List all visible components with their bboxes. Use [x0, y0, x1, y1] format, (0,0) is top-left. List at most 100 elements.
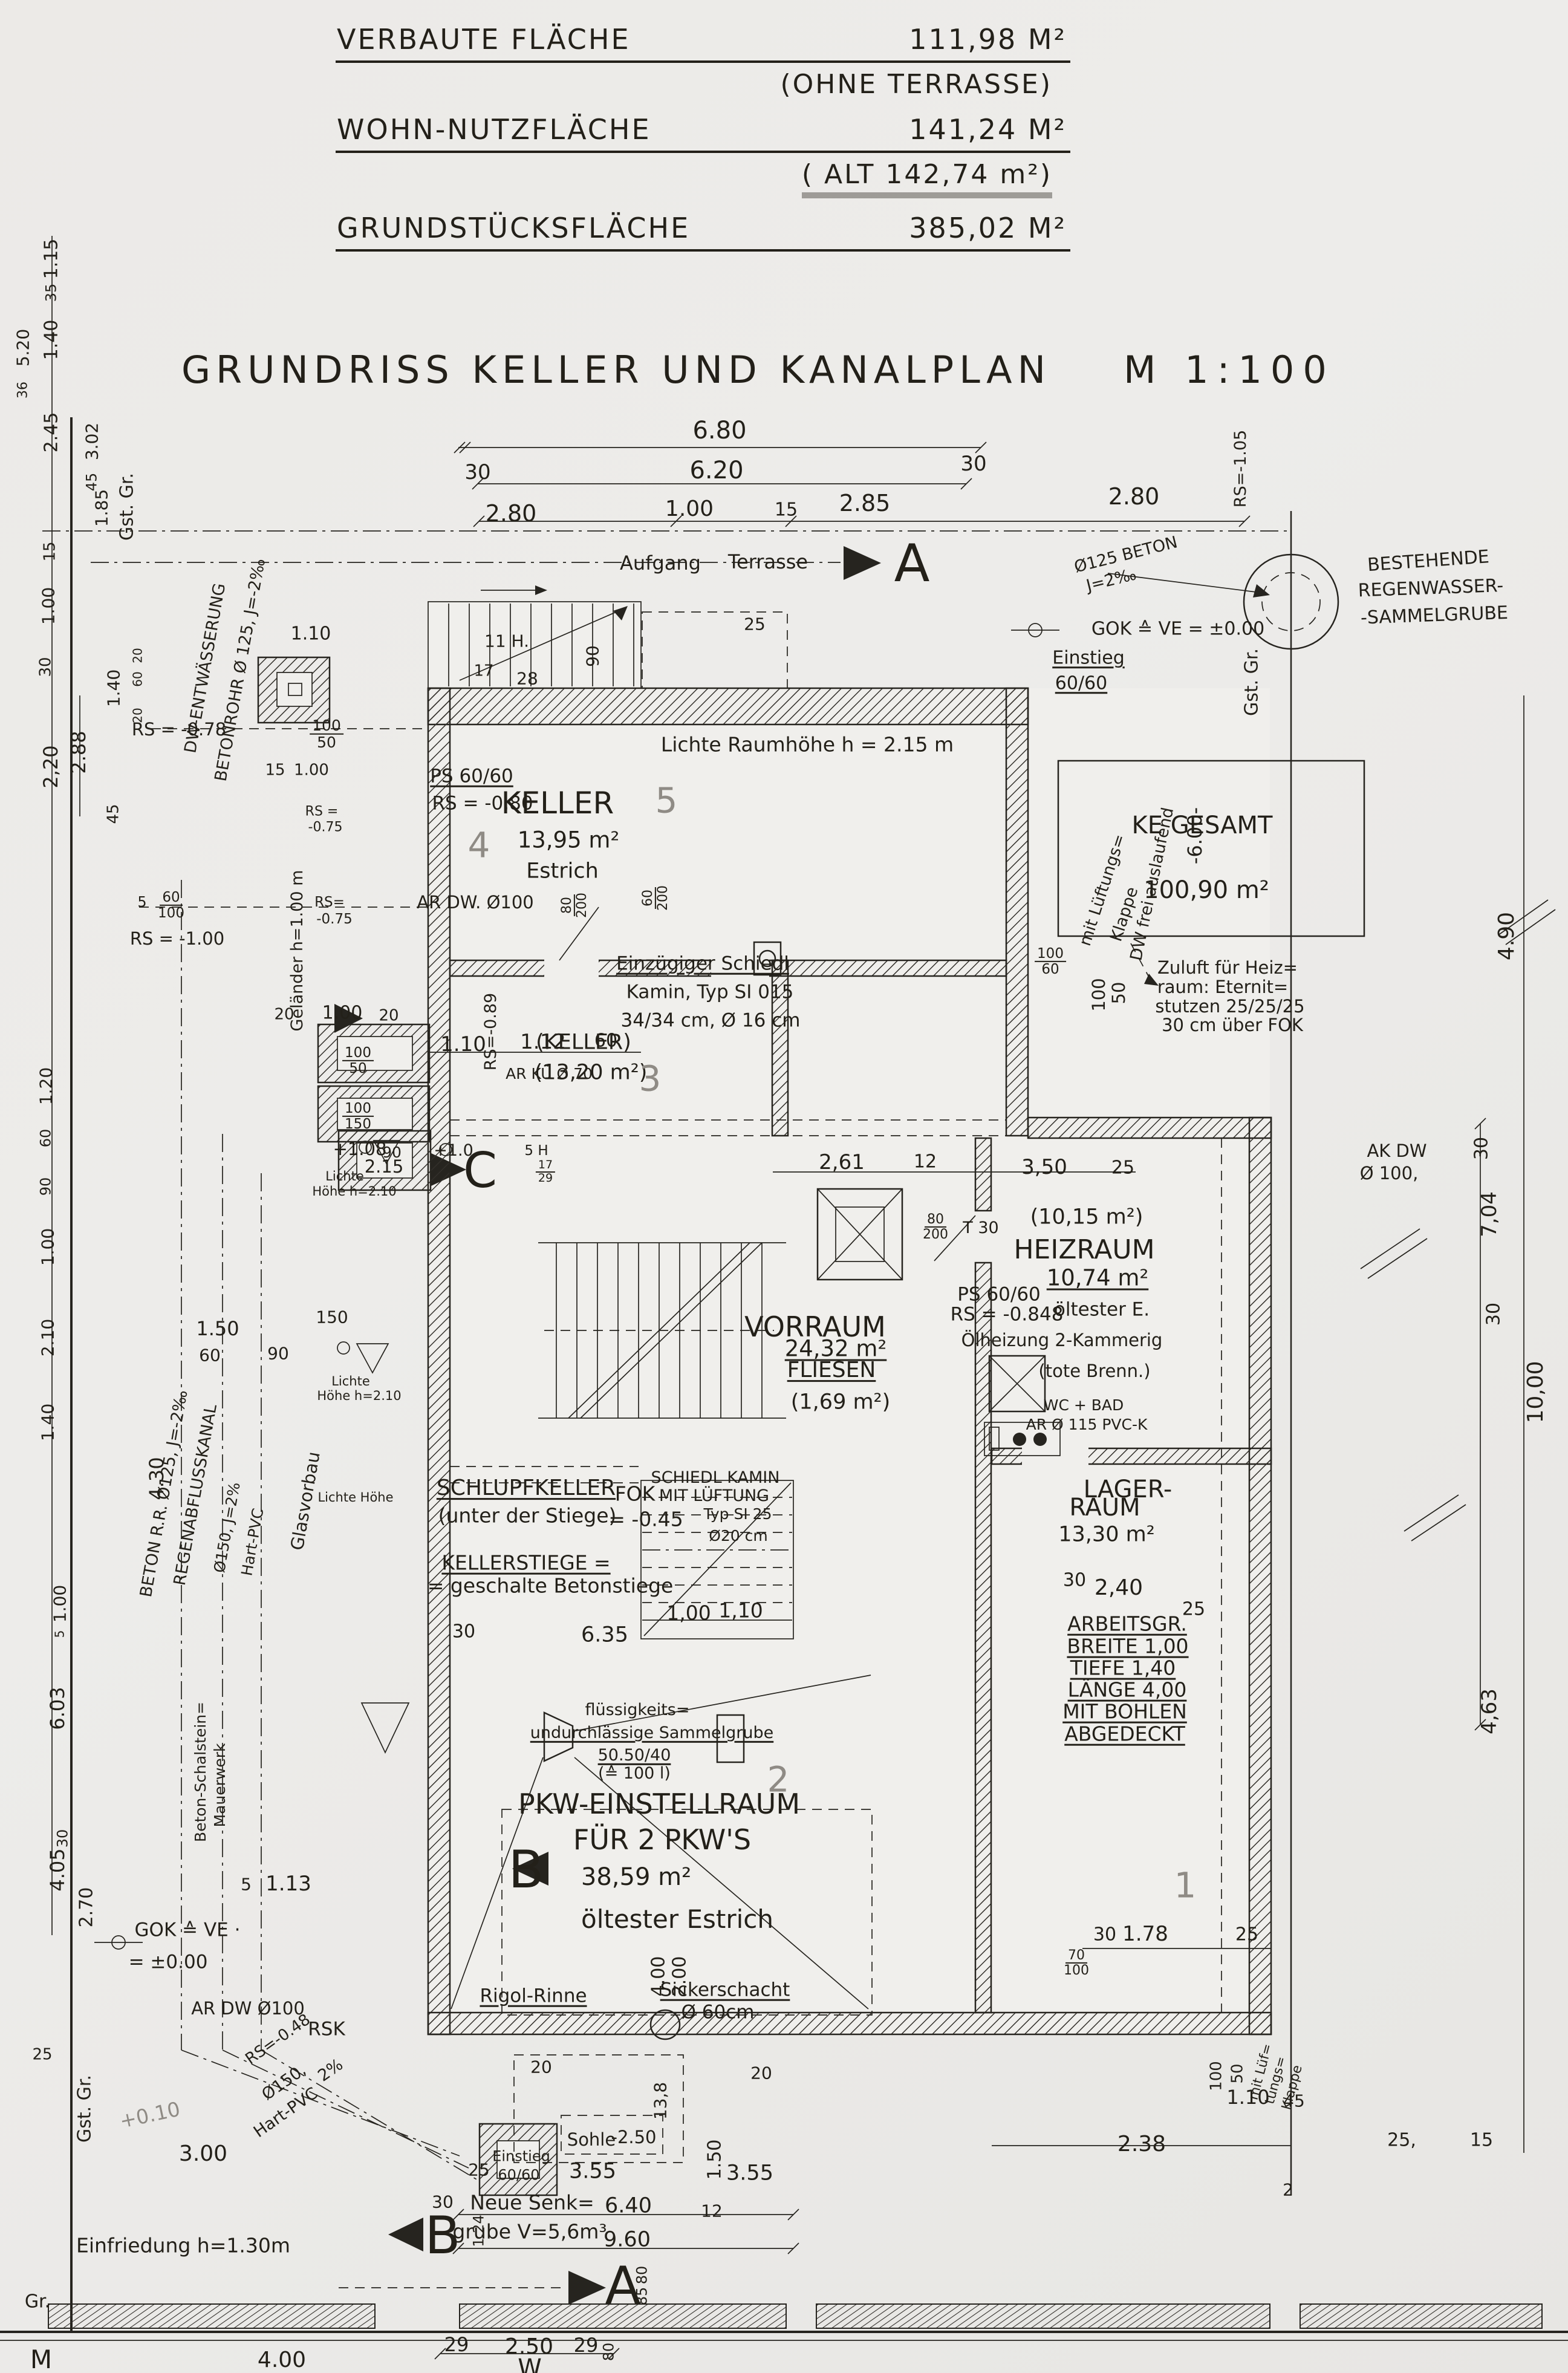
plan-label: 4 [467, 824, 490, 866]
ohne-terrasse-note: (OHNE TERRASSE) [780, 69, 1052, 100]
plan-label: flüssigkeits= [585, 1700, 690, 1719]
plan-label: 150 [316, 1307, 348, 1327]
plan-label: ABGEDECKT [1064, 1722, 1185, 1746]
plan-label: (10,15 m²) [1030, 1205, 1143, 1229]
wall-vorraum-heizraum [974, 1261, 992, 2014]
kamin-vorraum [816, 1188, 903, 1281]
grundstuecksflaeche-label: GRUNDSTÜCKSFLÄCHE [337, 212, 691, 244]
plan-label: AR DW. Ø100 [417, 891, 534, 913]
plan-label: TIEFE 1,40 [1070, 1656, 1176, 1680]
plan-label: GOK ≙ VE · [134, 1919, 241, 1941]
plan-label: 15 [41, 541, 59, 562]
stair-lower-flight [640, 1480, 794, 1639]
plan-label: 30 [54, 1829, 71, 1848]
plan-label: Beton-Schalstein= [191, 1701, 209, 1843]
plan-label: 50.50/40 [597, 1745, 671, 1765]
section-arrow-B-mid [512, 1852, 548, 1886]
plan-label: Einstieg [1052, 647, 1125, 669]
plan-label: 5 H [524, 1142, 548, 1159]
plan-label: 1.10 [440, 1032, 486, 1057]
door-swing [934, 1215, 976, 1261]
plan-label: GOK ≙ VE = ±0.00 [1091, 618, 1265, 640]
plan-label: 3 [639, 1058, 662, 1099]
plan-label: 25 [468, 2160, 490, 2180]
plan-label: 1 [1174, 1864, 1197, 1906]
building-interior [428, 688, 1270, 2034]
plan-label: 30 [1093, 1924, 1117, 1945]
plan-label: -0.75 [308, 819, 343, 835]
dimension-lines [51, 236, 1486, 2360]
plan-label: Gr. [24, 2291, 51, 2313]
plan-label: RS = -0.848 [950, 1303, 1064, 1326]
plan-label: Mauerwerk [210, 1743, 229, 1828]
plan-label: MIT LÜFTUNG [659, 1486, 770, 1505]
plan-label: Neue Senk= [470, 2190, 594, 2215]
plan-label: Gst. Gr. [74, 2074, 96, 2143]
plan-label: KELLERSTIEGE = [441, 1551, 611, 1575]
plan-label: 1.40 [41, 319, 62, 360]
plan-label: Lichte [325, 1168, 364, 1183]
plan-label: 60/60 [1055, 672, 1108, 694]
plan-label: stutzen 25/25/25 [1155, 995, 1305, 1017]
einstieg-shaft [478, 2123, 558, 2196]
plan-label: 2.00 [669, 1956, 691, 1997]
plan-label: 2,40 [1094, 1575, 1143, 1601]
kellerstiege [538, 1242, 786, 1419]
plan-label: 6.03 [46, 1687, 70, 1730]
plan-label: 20 [750, 2063, 772, 2083]
plan-label: Lichte [331, 1373, 370, 1388]
plan-label: RS = -1.00 [129, 928, 225, 949]
plan-label: 15 [1469, 2129, 1494, 2151]
plan-label: KE GESAMT [1131, 812, 1273, 839]
plan-label: 1.12 [520, 1030, 566, 1055]
plan-label: 3.55 [569, 2159, 616, 2184]
plan-label: 4.90 [1494, 911, 1520, 961]
wall-wing-top [1027, 1116, 1272, 1139]
plan-label: 2% [314, 2055, 347, 2086]
shaft-top-left [257, 656, 331, 724]
plan-label: 1.78 [1122, 1922, 1168, 1947]
plan-label: Ø150, J=2% [210, 1480, 244, 1574]
wall-vorraum-heizraum [974, 1137, 992, 1212]
plan-label: 90 [267, 1343, 289, 1364]
sammelgrube-box [716, 1714, 745, 1763]
plan-label: A [605, 2255, 641, 2316]
plan-label: Typ SI 25 [703, 1505, 772, 1523]
plan-label: 2 [767, 1759, 790, 1800]
triangle-symbol [360, 1702, 410, 1754]
plan-label: 15 [774, 499, 798, 521]
plan-label: 90 [382, 1143, 402, 1161]
plan-label: Ø20 cm [709, 1526, 768, 1545]
plan-label: 5 [137, 893, 147, 911]
plan-label: KELLER [501, 785, 614, 821]
section-arrow-A-top [844, 546, 881, 580]
plan-label: M [30, 2344, 53, 2373]
plan-label: 30 [36, 657, 55, 677]
plan-label: (13,20 m²) [534, 1060, 648, 1085]
plan-label: 60 [199, 1345, 221, 1366]
plan-label: 36 [15, 382, 31, 399]
plan-label: RSK [308, 2018, 345, 2040]
height-markers [94, 623, 1059, 1950]
plan-label: RS=-1.05 [1231, 429, 1250, 508]
plan-label: 50 [1108, 981, 1129, 1004]
plan-label: PS 60/60 [957, 1283, 1041, 1306]
plan-label: Einzügiger Schiedl [616, 952, 789, 975]
plan-label: (unter der Stiege) [438, 1503, 617, 1528]
plan-label: BESTEHENDE [1367, 546, 1490, 576]
plan-label: 5 [241, 1874, 252, 1895]
plan-label: 25 [744, 614, 766, 634]
plan-label: 2,20 [39, 745, 63, 789]
arrow-symbol [334, 1004, 363, 1033]
plan-label: Lichte Raumhöhe h = 2.15 m [660, 732, 954, 757]
regenwasser-sammelgrube-circle [1243, 553, 1339, 650]
plan-label: 2.38 [1117, 2132, 1166, 2157]
plan-label: 100,90 m² [1143, 876, 1269, 904]
plan-label: AK DW [1367, 1140, 1427, 1161]
plan-label: 28 [516, 668, 538, 689]
plan-label: Einfriedung h=1.30m [76, 2233, 290, 2257]
